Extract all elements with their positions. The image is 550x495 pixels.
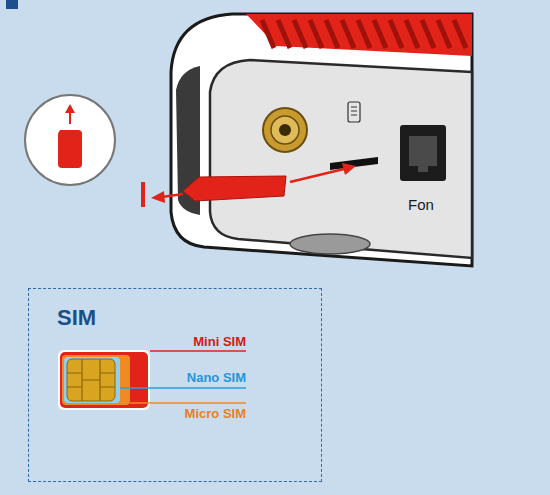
mini-leader: [150, 350, 246, 352]
micro-leader: [130, 402, 246, 404]
sim-sizes-card: [58, 350, 150, 410]
remove-arrowhead: [151, 191, 165, 203]
sim-card: [183, 176, 286, 201]
sim-slot-icon: [348, 102, 360, 122]
remove-arrow: [162, 194, 183, 197]
fon-port-inner: [409, 136, 437, 166]
router-top-red: [246, 14, 472, 56]
insert-arrowhead: [342, 163, 356, 175]
router-foot: [290, 234, 370, 254]
size-label: Nano SIM: [187, 370, 246, 385]
vent: [406, 20, 418, 48]
vent: [358, 20, 370, 48]
vent: [438, 20, 450, 48]
insert-arrow: [290, 169, 344, 182]
box-title: SIM: [29, 289, 321, 331]
sim-slot: [330, 157, 378, 170]
vent: [342, 20, 354, 48]
vent: [310, 20, 322, 48]
orientation-arrowhead: [65, 104, 75, 113]
vent: [262, 20, 274, 48]
antenna-connector: [263, 108, 307, 152]
port-label: Fon: [408, 197, 434, 212]
nano-leader: [120, 387, 246, 389]
vents: [262, 20, 466, 48]
vent: [390, 20, 402, 48]
size-label: Micro SIM: [185, 406, 246, 421]
fon-port-notch: [418, 166, 428, 172]
corner-mark: [6, 0, 18, 9]
vent: [294, 20, 306, 48]
sim-slot-icon-lines: [351, 107, 357, 115]
orientation-sim: [58, 130, 82, 168]
vent: [326, 20, 338, 48]
vent: [374, 20, 386, 48]
stop-bar: [141, 182, 145, 207]
orientation-arrow: [69, 112, 71, 124]
sim-box: SIM: [28, 288, 322, 482]
vent: [278, 20, 290, 48]
vent: [422, 20, 434, 48]
fon-port: [400, 125, 446, 181]
router-body: [171, 14, 472, 266]
size-label: Mini SIM: [193, 334, 246, 349]
orientation-icon: [25, 95, 115, 185]
router-front-face: [210, 60, 472, 258]
vent: [454, 20, 466, 48]
